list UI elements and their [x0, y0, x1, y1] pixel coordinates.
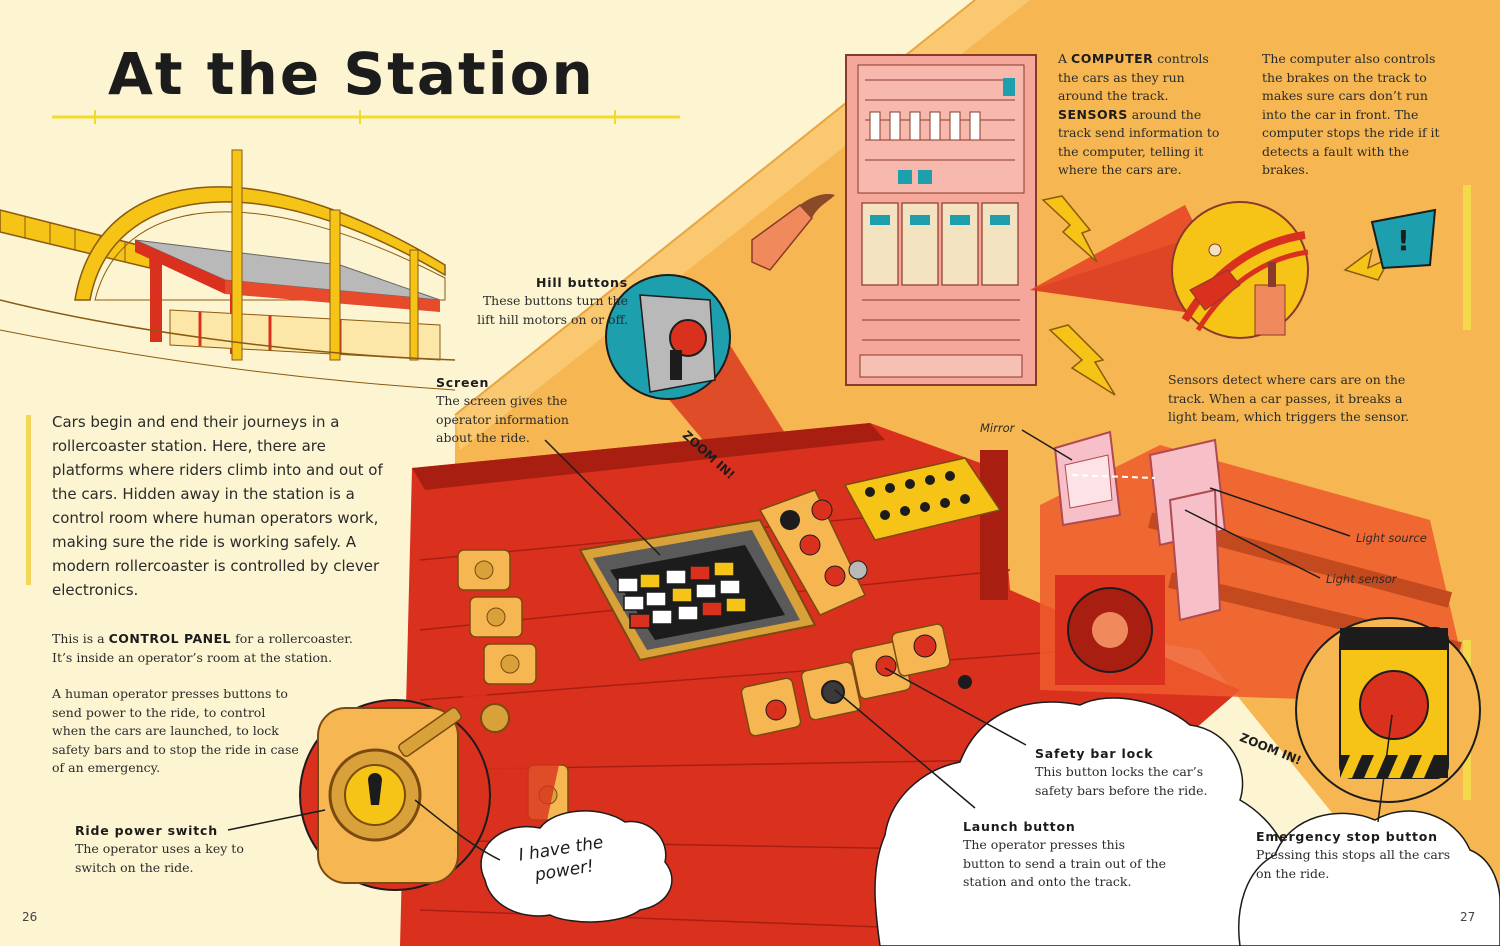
pointing-hand-illustration [751, 194, 835, 271]
launch-heading: Launch button [963, 819, 1076, 834]
screen-heading: Screen [436, 375, 490, 390]
indicator-panel [843, 457, 1002, 541]
panel-hill-buttons [758, 489, 868, 616]
track-sensor-illustration [1040, 430, 1462, 700]
control-panel-term: CONTROL PANEL [108, 631, 232, 646]
right-edge-ruler-top [1463, 185, 1471, 330]
ride-power-text: The operator uses a key to switch on the… [75, 841, 244, 875]
key-zoom-circle [299, 680, 560, 891]
alert-exclamation: ! [1397, 224, 1410, 257]
hill-buttons-text: These buttons turn the lift hill motors … [477, 293, 628, 327]
title-underline-ticks [94, 110, 616, 124]
station-building-illustration [0, 149, 456, 391]
mirror-label: Mirror [980, 421, 1015, 435]
launch-callout: Launch button The operator presses this … [963, 818, 1168, 892]
hill-buttons-heading: Hill buttons [536, 275, 628, 290]
intro-paragraph: Cars begin and end their journeys in a r… [52, 413, 383, 599]
operator-paragraph: A human operator presses buttons to send… [52, 686, 299, 775]
safety-bar-heading: Safety bar lock [1035, 746, 1154, 761]
panel-bottom-buttons [740, 623, 972, 737]
control-panel-text-post: for a rollercoaster. It’s inside an oper… [52, 631, 353, 665]
light-source-label: Light source [1356, 531, 1427, 545]
lightning-bolts [1041, 195, 1392, 396]
computer-text-a: A [1058, 51, 1072, 66]
control-panel-paragraph: This is a CONTROL PANEL for a rollercoas… [52, 630, 362, 667]
screen-callout: Screen The screen gives the operator inf… [436, 374, 588, 448]
left-ruler [26, 415, 31, 585]
screen-text: The screen gives the operator informatio… [436, 393, 569, 445]
sensors-paragraph: Sensors detect where cars are on the tra… [1168, 372, 1410, 424]
page-number-right: 27 [1460, 910, 1476, 924]
control-panel-text-pre: This is a [52, 631, 109, 646]
emergency-text: Pressing this stops all the cars on the … [1256, 847, 1451, 881]
computer-term: COMPUTER [1071, 51, 1154, 66]
safety-bar-text: This button locks the car’s safety bars … [1035, 764, 1208, 798]
emergency-heading: Emergency stop button [1256, 829, 1438, 844]
control-screen [578, 518, 817, 662]
ride-power-callout: Ride power switch The operator uses a ke… [75, 822, 280, 877]
sensor-zoom-beam-highlight [1030, 205, 1200, 290]
alert-box [1370, 208, 1437, 270]
brakes-paragraph: The computer also controls the brakes on… [1262, 51, 1440, 177]
sensors-term: SENSORS [1058, 106, 1128, 122]
page-title: At the Station [108, 40, 595, 108]
computer-cabinet-illustration [845, 54, 1037, 386]
callout-clouds [414, 697, 1500, 946]
safety-bar-callout: Safety bar lock This button locks the ca… [1035, 745, 1220, 800]
computer-paragraph: A COMPUTER controls the cars as they run… [1058, 50, 1223, 180]
page-number-left: 26 [22, 910, 38, 924]
launch-text: The operator presses this button to send… [963, 837, 1167, 889]
light-sensor-label: Light sensor [1326, 572, 1397, 586]
emergency-stop-zoom-circle [1295, 617, 1481, 803]
computer-text-b: controls the cars as they run around the… [1058, 51, 1209, 103]
emergency-callout: Emergency stop button Pressing this stop… [1256, 828, 1456, 883]
ride-power-heading: Ride power switch [75, 823, 218, 838]
car-zoom-circle [1171, 201, 1309, 339]
computer-text-c: around the track send information to the… [1058, 106, 1220, 178]
leader-lines [227, 429, 1393, 831]
hill-buttons-callout: Hill buttons These buttons turn the lift… [468, 274, 628, 329]
